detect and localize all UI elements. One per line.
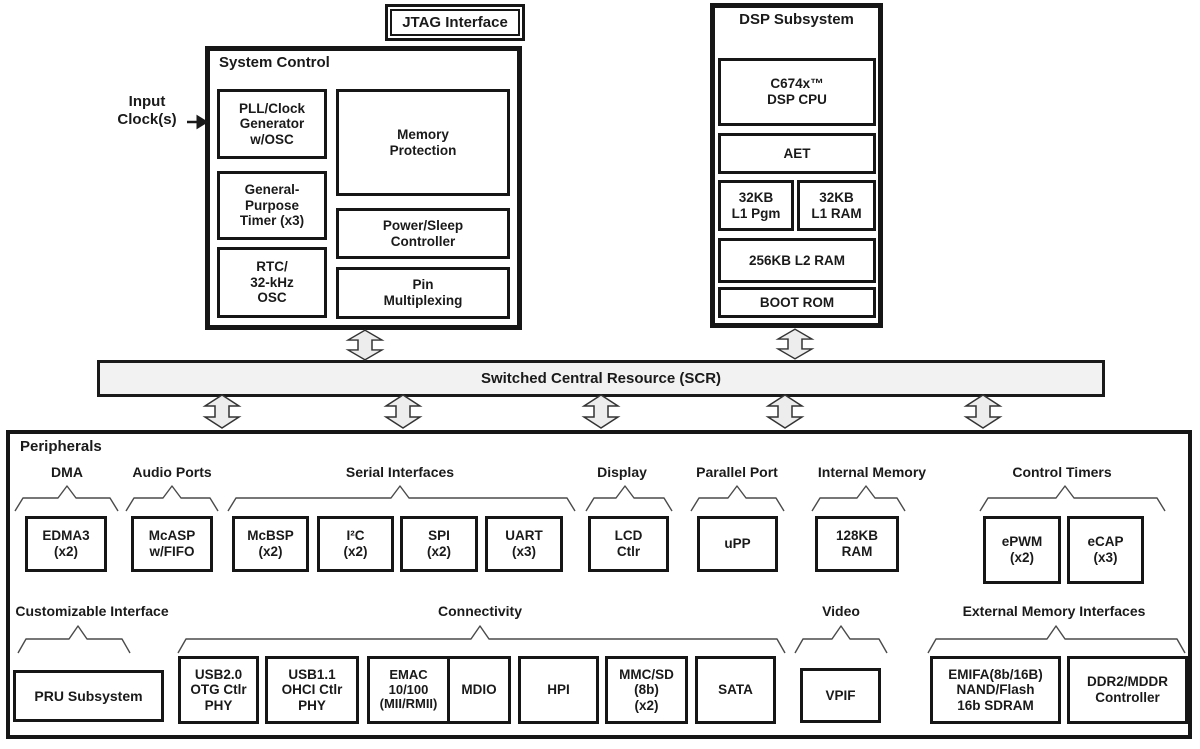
block-memory-protection: Memory Protection — [336, 89, 510, 196]
group-label-serial-interfaces: Serial Interfaces — [345, 464, 455, 480]
block-epwm: ePWM (x2) — [983, 516, 1061, 584]
block-l2-ram: 256KB L2 RAM — [718, 238, 876, 283]
group-label-display: Display — [597, 464, 647, 480]
scr-bus-bar: Switched Central Resource (SCR) — [97, 360, 1105, 397]
block-dsp-cpu: C674x™ DSP CPU — [718, 58, 876, 126]
block-usb11: USB1.1 OHCI Ctlr PHY — [265, 656, 359, 724]
block-usb20: USB2.0 OTG Ctlr PHY — [178, 656, 259, 724]
block-sata: SATA — [695, 656, 776, 724]
group-label-customizable-interface: Customizable Interface — [15, 603, 169, 619]
block-mdio: MDIO — [461, 682, 497, 698]
emac-mdio-divider — [447, 659, 450, 721]
block-edma3: EDMA3 (x2) — [25, 516, 107, 572]
dsp-subsystem-title: DSP Subsystem — [739, 11, 854, 28]
bus-arrow-peripherals-1-icon — [204, 394, 240, 429]
block-vpif: VPIF — [800, 668, 881, 723]
group-label-video: Video — [822, 603, 860, 619]
bus-arrow-dsp-icon — [777, 328, 813, 360]
block-128kb-ram: 128KB RAM — [815, 516, 899, 572]
block-pll-clock-generator: PLL/Clock Generator w/OSC — [217, 89, 327, 159]
bus-arrow-peripherals-3-icon — [583, 394, 619, 429]
block-lcd-ctlr: LCD Ctlr — [588, 516, 669, 572]
group-label-internal-memory: Internal Memory — [817, 464, 927, 480]
group-label-parallel-port: Parallel Port — [696, 464, 778, 480]
group-label-control-timers: Control Timers — [1012, 464, 1112, 480]
block-spi: SPI (x2) — [400, 516, 478, 572]
scr-bus-label: Switched Central Resource (SCR) — [480, 370, 722, 387]
block-gp-timer: General- Purpose Timer (x3) — [217, 171, 327, 240]
bus-arrow-peripherals-5-icon — [965, 394, 1001, 429]
group-label-audio-ports: Audio Ports — [132, 464, 212, 480]
block-hpi: HPI — [518, 656, 599, 724]
block-pru-subsystem: PRU Subsystem — [13, 670, 164, 722]
block-emifa: EMIFA(8b/16B) NAND/Flash 16b SDRAM — [930, 656, 1061, 724]
block-mmcsd: MMC/SD (8b) (x2) — [605, 656, 688, 724]
block-ddr2-mddr: DDR2/MDDR Controller — [1067, 656, 1188, 724]
block-emac-mdio: EMAC 10/100 (MII/RMII) MDIO — [367, 656, 511, 724]
input-clock-label: Input Clock(s) — [117, 93, 177, 128]
block-mcasp: McASP w/FIFO — [131, 516, 213, 572]
block-ecap: eCAP (x3) — [1067, 516, 1144, 584]
block-boot-rom: BOOT ROM — [718, 287, 876, 318]
bus-arrow-system-control-icon — [347, 329, 383, 361]
block-power-sleep-controller: Power/Sleep Controller — [336, 208, 510, 259]
group-label-dma: DMA — [51, 464, 83, 480]
jtag-interface-label: JTAG Interface — [402, 14, 508, 31]
block-pin-multiplexing: Pin Multiplexing — [336, 267, 510, 319]
block-i2c: I²C (x2) — [317, 516, 394, 572]
jtag-interface-box: JTAG Interface — [385, 4, 525, 41]
block-emac: EMAC 10/100 (MII/RMII) — [379, 666, 438, 712]
system-control-title: System Control — [219, 54, 330, 71]
block-aet: AET — [718, 133, 876, 174]
bus-arrow-peripherals-4-icon — [767, 394, 803, 429]
block-uart: UART (x3) — [485, 516, 563, 572]
block-upp: uPP — [697, 516, 778, 572]
peripherals-title: Peripherals — [20, 438, 102, 455]
group-label-connectivity: Connectivity — [437, 603, 522, 619]
group-label-external-memory-interfaces: External Memory Interfaces — [962, 603, 1146, 619]
block-l1-pgm: 32KB L1 Pgm — [718, 180, 794, 231]
block-l1-ram: 32KB L1 RAM — [797, 180, 876, 231]
block-rtc-osc: RTC/ 32-kHz OSC — [217, 247, 327, 318]
block-mcbsp: McBSP (x2) — [232, 516, 309, 572]
bus-arrow-peripherals-2-icon — [385, 394, 421, 429]
